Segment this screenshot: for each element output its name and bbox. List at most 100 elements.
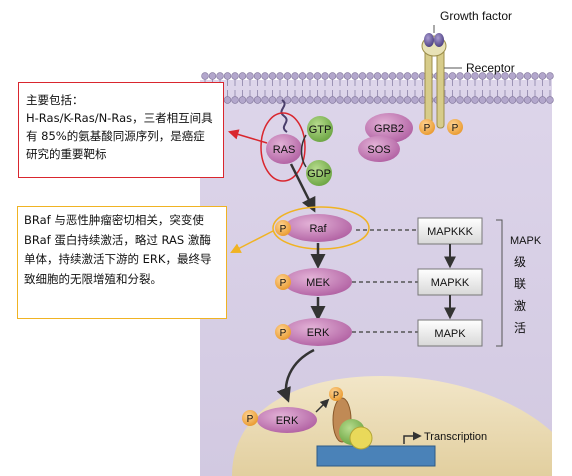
- lipid-head: [396, 72, 404, 80]
- lipid-head: [343, 96, 352, 104]
- lipid-head: [396, 96, 404, 104]
- lipid-head: [253, 72, 262, 80]
- lipid-head: [403, 96, 412, 104]
- lipid-head: [351, 72, 359, 80]
- lipid-head: [516, 72, 524, 80]
- cascade-char-1: 级: [514, 255, 526, 269]
- lipid-head: [546, 96, 554, 104]
- raf-phospho-label: P: [280, 224, 287, 235]
- tf-yellow-subunit: [349, 426, 373, 450]
- lipid-head: [523, 72, 532, 80]
- lipid-head: [366, 96, 374, 104]
- lipid-head: [291, 96, 299, 104]
- lipid-head: [538, 72, 547, 80]
- ras-callout-pointer: [227, 129, 268, 144]
- lipid-head: [246, 96, 254, 104]
- tf-phospho: [329, 387, 343, 401]
- lipid-head: [546, 72, 554, 80]
- ras-protein: [266, 134, 302, 164]
- lipid-head: [298, 96, 307, 104]
- braf-callout: BRaf 与恶性肿瘤密切相关，突变使 BRaf 蛋白持续激活，略过 RAS 激酶…: [17, 206, 227, 319]
- lipid-head: [516, 96, 524, 104]
- lipid-head: [366, 72, 374, 80]
- mapkkk-label: MAPKKK: [427, 226, 474, 238]
- dna-strand: [316, 445, 436, 467]
- lipid-head: [268, 72, 277, 80]
- lipid-head: [388, 96, 397, 104]
- nuclear-erk: [257, 407, 317, 433]
- raf-label: Raf: [309, 223, 327, 235]
- raf-phospho: [275, 220, 291, 236]
- lipid-head: [358, 96, 367, 104]
- gdp-label: GDP: [307, 168, 331, 180]
- lipid-head: [471, 96, 479, 104]
- gtp-gdp-cycle-arrow: [300, 134, 307, 168]
- lipid-head: [231, 96, 239, 104]
- lipid-head: [448, 72, 457, 80]
- lipid-head: [223, 96, 232, 104]
- lipid-head: [223, 72, 232, 80]
- lipid-head: [373, 72, 382, 80]
- erk-translocation-arrow: [276, 348, 315, 403]
- raf-kinase: [284, 214, 352, 242]
- ras-label: RAS: [273, 144, 296, 156]
- lipid-head: [448, 96, 457, 104]
- lipid-head: [231, 72, 239, 80]
- cascade-char-3: 激: [514, 299, 526, 313]
- erk-phospho: [275, 324, 291, 340]
- lipid-head: [411, 72, 419, 80]
- erk-kinase: [284, 318, 352, 346]
- receptor-phospho-2-label: P: [452, 123, 459, 134]
- lipid-head: [336, 96, 344, 104]
- growth-factor-ligand: [424, 33, 434, 47]
- lipid-head: [373, 96, 382, 104]
- lipid-head: [411, 96, 419, 104]
- gtp-label: GTP: [309, 124, 332, 136]
- lipid-head: [291, 72, 299, 80]
- receptor-phospho-1: [419, 119, 435, 135]
- lipid-head: [261, 72, 269, 80]
- cascade-bracket: [496, 219, 503, 347]
- receptor-phospho-1-label: P: [424, 123, 431, 134]
- erk-to-tf-arrow: [315, 398, 330, 413]
- lipid-head: [381, 96, 389, 104]
- lipid-head: [486, 96, 494, 104]
- ras-callout: 主要包括： H-Ras/K-Ras/N-Ras，三者相互间具有 85%的氨基酸同…: [18, 82, 224, 178]
- mapkk-label: MAPKK: [431, 277, 470, 289]
- lipid-head: [343, 72, 352, 80]
- mapk-label: MAPK: [434, 328, 466, 340]
- mek-kinase: [284, 268, 352, 296]
- lipid-head: [531, 72, 539, 80]
- lipid-head: [328, 72, 337, 80]
- grb2-protein: [365, 113, 413, 143]
- cascade-char-2: 联: [514, 277, 526, 291]
- cascade-label-mapk: MAPK: [510, 235, 542, 247]
- lipid-head: [358, 72, 367, 80]
- ras-to-raf-arrow: [289, 163, 316, 213]
- lipid-head: [531, 96, 539, 104]
- raf-highlight-ring: [272, 206, 370, 250]
- lipid-head: [313, 96, 322, 104]
- nucleus: [232, 376, 552, 476]
- lipid-head: [321, 96, 329, 104]
- sos-label: SOS: [367, 144, 390, 156]
- lipid-head: [276, 72, 284, 80]
- erk-phospho-label: P: [280, 328, 287, 339]
- lipid-head: [463, 96, 472, 104]
- lipid-head: [388, 72, 397, 80]
- cascade-char-4: 活: [514, 321, 526, 335]
- mapk-box: [417, 319, 483, 347]
- lipid-head: [351, 96, 359, 104]
- ras-membrane-anchor: [280, 99, 288, 133]
- lipid-head: [508, 96, 517, 104]
- lipid-head: [306, 96, 314, 104]
- receptor-phospho-2: [447, 119, 463, 135]
- sos-protein: [358, 136, 400, 162]
- mek-phospho-label: P: [280, 278, 287, 289]
- grb2-label: GRB2: [374, 123, 404, 135]
- growth-factor-label: Growth factor: [440, 9, 512, 23]
- lipid-head: [501, 96, 509, 104]
- lipid-head: [261, 96, 269, 104]
